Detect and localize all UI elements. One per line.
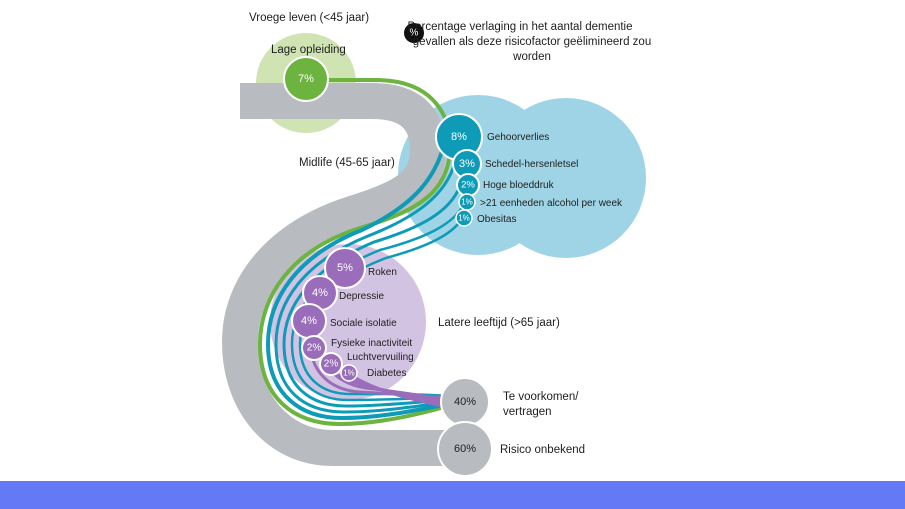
late-bubble-inactivity bbox=[301, 335, 327, 361]
late-pct-depression: 4% bbox=[312, 287, 328, 299]
midlife-pct-hypertension: 2% bbox=[461, 180, 475, 191]
midlife-pct-obesity: 1% bbox=[458, 214, 470, 223]
late-pct-air-pollution: 2% bbox=[324, 359, 339, 370]
midlife-pct-tbi: 3% bbox=[459, 158, 475, 170]
late-label-air-pollution: Luchtvervuiling bbox=[347, 352, 414, 363]
midlife-label-hypertension: Hoge bloeddruk bbox=[483, 180, 555, 191]
midlife-bubble-obesity bbox=[455, 209, 473, 227]
stage-midlife-title: Midlife (45-65 jaar) bbox=[299, 157, 395, 169]
midlife-label-tbi: Schedel-hersenletsel bbox=[485, 159, 578, 170]
late-bubble-air-pollution bbox=[319, 352, 343, 376]
late-factors: 5% Roken 4% Depressie 4% Sociale isolati… bbox=[291, 247, 414, 382]
late-label-isolation: Sociale isolatie bbox=[330, 318, 397, 329]
outcome-preventable-label-line1: Te voorkomen/ bbox=[503, 391, 579, 403]
late-bubble-smoking bbox=[324, 247, 366, 289]
midlife-label-alcohol: >21 eenheden alcohol per week bbox=[480, 198, 623, 209]
early-factor-label: Lage opleiding bbox=[271, 44, 346, 56]
legend-percent-icon bbox=[404, 23, 424, 43]
late-bubble-diabetes bbox=[340, 364, 358, 382]
outcomes: 40% Te voorkomen/ vertragen 60% Risico o… bbox=[437, 377, 585, 477]
midlife-label-obesity: Obesitas bbox=[477, 214, 516, 225]
outcome-unknown-bubble bbox=[437, 421, 493, 477]
late-label-diabetes: Diabetes bbox=[367, 368, 406, 379]
late-pct-smoking: 5% bbox=[337, 262, 353, 274]
legend-text-line3: worden bbox=[512, 51, 551, 63]
stage-late-title: Latere leeftijd (>65 jaar) bbox=[438, 317, 560, 329]
legend-text-line2: gevallen als deze risicofactor geëlimine… bbox=[413, 36, 651, 48]
late-pct-diabetes: 1% bbox=[343, 369, 355, 378]
risk-pathway bbox=[221, 83, 460, 466]
outcome-preventable-label-line2: vertragen bbox=[503, 406, 552, 418]
legend-percent-symbol: % bbox=[410, 28, 419, 39]
early-factor-pct: 7% bbox=[298, 73, 314, 85]
late-pct-isolation: 4% bbox=[301, 315, 317, 327]
legend: % Percentage verlaging in het aantal dem… bbox=[404, 21, 651, 63]
dementia-risk-diagram: Vroege leven (<45 jaar) Midlife (45-65 j… bbox=[221, 12, 651, 477]
late-label-smoking: Roken bbox=[368, 267, 397, 278]
midlife-label-hearing: Gehoorverlies bbox=[487, 132, 549, 143]
midlife-pct-hearing: 8% bbox=[451, 131, 467, 143]
outcome-unknown-pct: 60% bbox=[454, 443, 476, 455]
midlife-background-right bbox=[486, 98, 646, 258]
midlife-pct-alcohol: 1% bbox=[461, 198, 473, 207]
late-pct-inactivity: 2% bbox=[307, 343, 322, 354]
outcome-preventable-pct: 40% bbox=[454, 396, 476, 408]
outcome-unknown-label: Risico onbekend bbox=[500, 444, 585, 456]
midlife-factors: 8% Gehoorverlies 3% Schedel-hersenletsel… bbox=[435, 113, 623, 227]
bottom-bar bbox=[0, 481, 905, 509]
early-factor-bubble bbox=[283, 56, 329, 102]
late-label-depression: Depressie bbox=[339, 291, 384, 302]
stage-early-title: Vroege leven (<45 jaar) bbox=[249, 12, 369, 24]
late-label-inactivity: Fysieke inactiviteit bbox=[331, 338, 412, 349]
legend-text-line1: Percentage verlaging in het aantal demen… bbox=[407, 21, 632, 33]
